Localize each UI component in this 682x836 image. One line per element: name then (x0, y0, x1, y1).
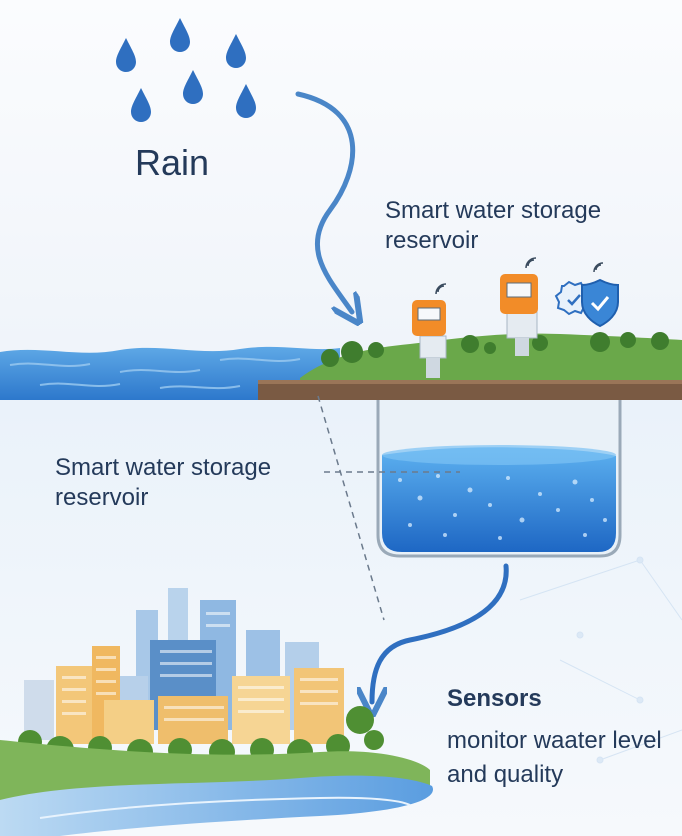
leader-line-diagonal (317, 395, 385, 621)
sensor-device-icon (500, 257, 538, 356)
reservoir-label-top: Smart water storage reservoir (385, 197, 602, 254)
city-trees (18, 706, 384, 765)
tank-water (382, 447, 616, 552)
bushes (321, 332, 669, 367)
sensors-title: Sensors (447, 685, 542, 712)
river (0, 775, 434, 836)
network-decoration (519, 556, 682, 764)
grass-land (300, 333, 682, 382)
raindrop-icon (226, 34, 246, 68)
raindrop-icon (131, 88, 151, 122)
shield-check-icon (581, 278, 619, 328)
lake-waves (9, 357, 301, 390)
tank-to-city-arrow (372, 563, 509, 702)
raindrops (116, 18, 256, 122)
ground-slab-edge (258, 380, 682, 384)
sensors-description: monitor waater level and quality (447, 727, 662, 788)
raindrop-icon (170, 18, 190, 52)
raindrop-icon (116, 38, 136, 72)
river-highlight (39, 796, 411, 819)
ground-slab (258, 380, 682, 400)
raindrop-icon (183, 70, 203, 104)
rain-flow-arrow (295, 91, 353, 312)
reservoir-label-middle: Smart water storage reservoir (55, 454, 272, 511)
sensor-device-icon (412, 283, 447, 378)
sky-background (0, 0, 682, 400)
raindrop-icon (236, 84, 256, 118)
city-windows (62, 612, 338, 721)
rain-label: Rain (135, 142, 210, 183)
tank-water-surface (382, 445, 616, 465)
tank-bubbles (398, 474, 607, 540)
wifi-signal-icon (593, 262, 604, 273)
